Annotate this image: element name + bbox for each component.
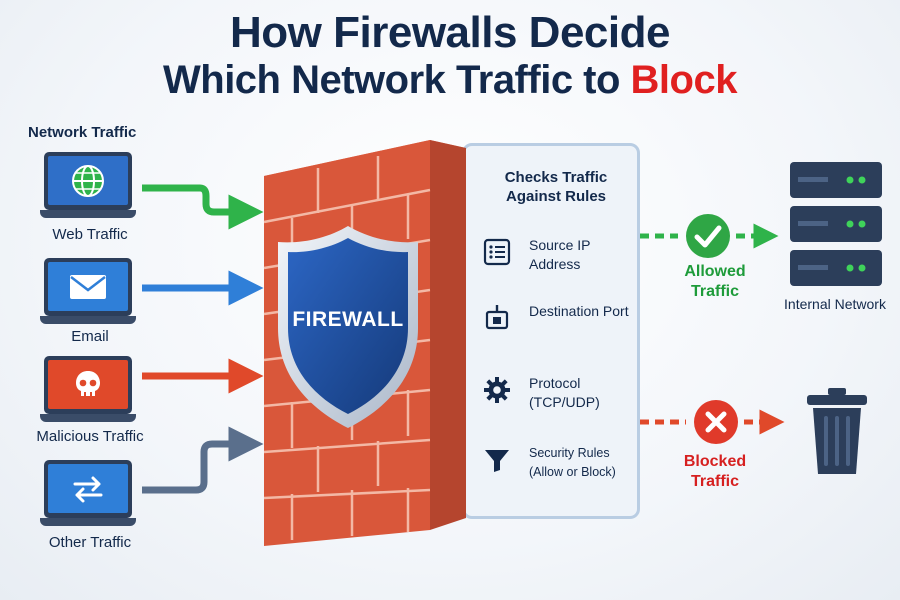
other-traffic-label: Other Traffic <box>48 534 132 551</box>
title-line-2-prefix: Which Network Traffic to <box>163 58 631 102</box>
email-laptop <box>40 258 136 326</box>
web-traffic-arrow <box>142 184 264 230</box>
other-traffic-laptop <box>40 460 136 528</box>
skull-icon <box>76 370 100 396</box>
filter-icon <box>485 450 509 472</box>
rule-security-rules-label: Security Rules (Allow or Block) <box>529 446 616 479</box>
title-highlight: Block <box>630 58 738 102</box>
rule-source-ip: Source IP Address <box>483 236 633 286</box>
internal-network-label: Internal Network <box>784 296 886 312</box>
list-icon <box>483 238 511 266</box>
allowed-traffic-label: Allowed Traffic <box>684 263 746 300</box>
malicious-traffic-label: Malicious Traffic <box>36 428 144 445</box>
other-traffic-arrow <box>142 426 264 494</box>
rule-security-rules: Security Rules (Allow or Block) <box>483 444 633 494</box>
rule-source-ip-label: Source IP Address <box>529 237 591 272</box>
port-icon <box>485 305 509 330</box>
title-line-1: How Firewalls Decide <box>230 8 670 57</box>
x-icon <box>694 400 738 444</box>
rules-panel: Checks Traffic Against Rules Source IP A… <box>462 143 640 519</box>
trash-icon <box>807 388 867 474</box>
envelope-icon <box>70 274 106 299</box>
gear-icon <box>484 377 510 403</box>
server-icon <box>790 162 882 286</box>
rule-destination-port: Destination Port <box>483 302 633 352</box>
rules-heading: Checks Traffic Against Rules <box>504 169 608 205</box>
rule-protocol: Protocol (TCP/UDP) <box>483 374 633 424</box>
rule-destination-port-label: Destination Port <box>529 303 629 319</box>
firewall-shield-label: FIREWALL <box>292 308 404 331</box>
network-traffic-label: Network Traffic <box>28 124 137 141</box>
malicious-laptop <box>40 356 136 424</box>
rule-protocol-label: Protocol (TCP/UDP) <box>529 375 600 410</box>
blocked-traffic-label: Blocked Traffic <box>683 453 747 490</box>
globe-icon <box>72 164 104 197</box>
email-label: Email <box>71 328 109 345</box>
check-icon <box>686 214 730 258</box>
swap-arrows-icon <box>73 476 103 502</box>
title-line-2: Which Network Traffic to Block <box>0 58 900 103</box>
web-traffic-label: Web Traffic <box>52 226 128 243</box>
firewall-wall: FIREWALL <box>258 138 478 548</box>
web-traffic-laptop <box>40 152 136 220</box>
